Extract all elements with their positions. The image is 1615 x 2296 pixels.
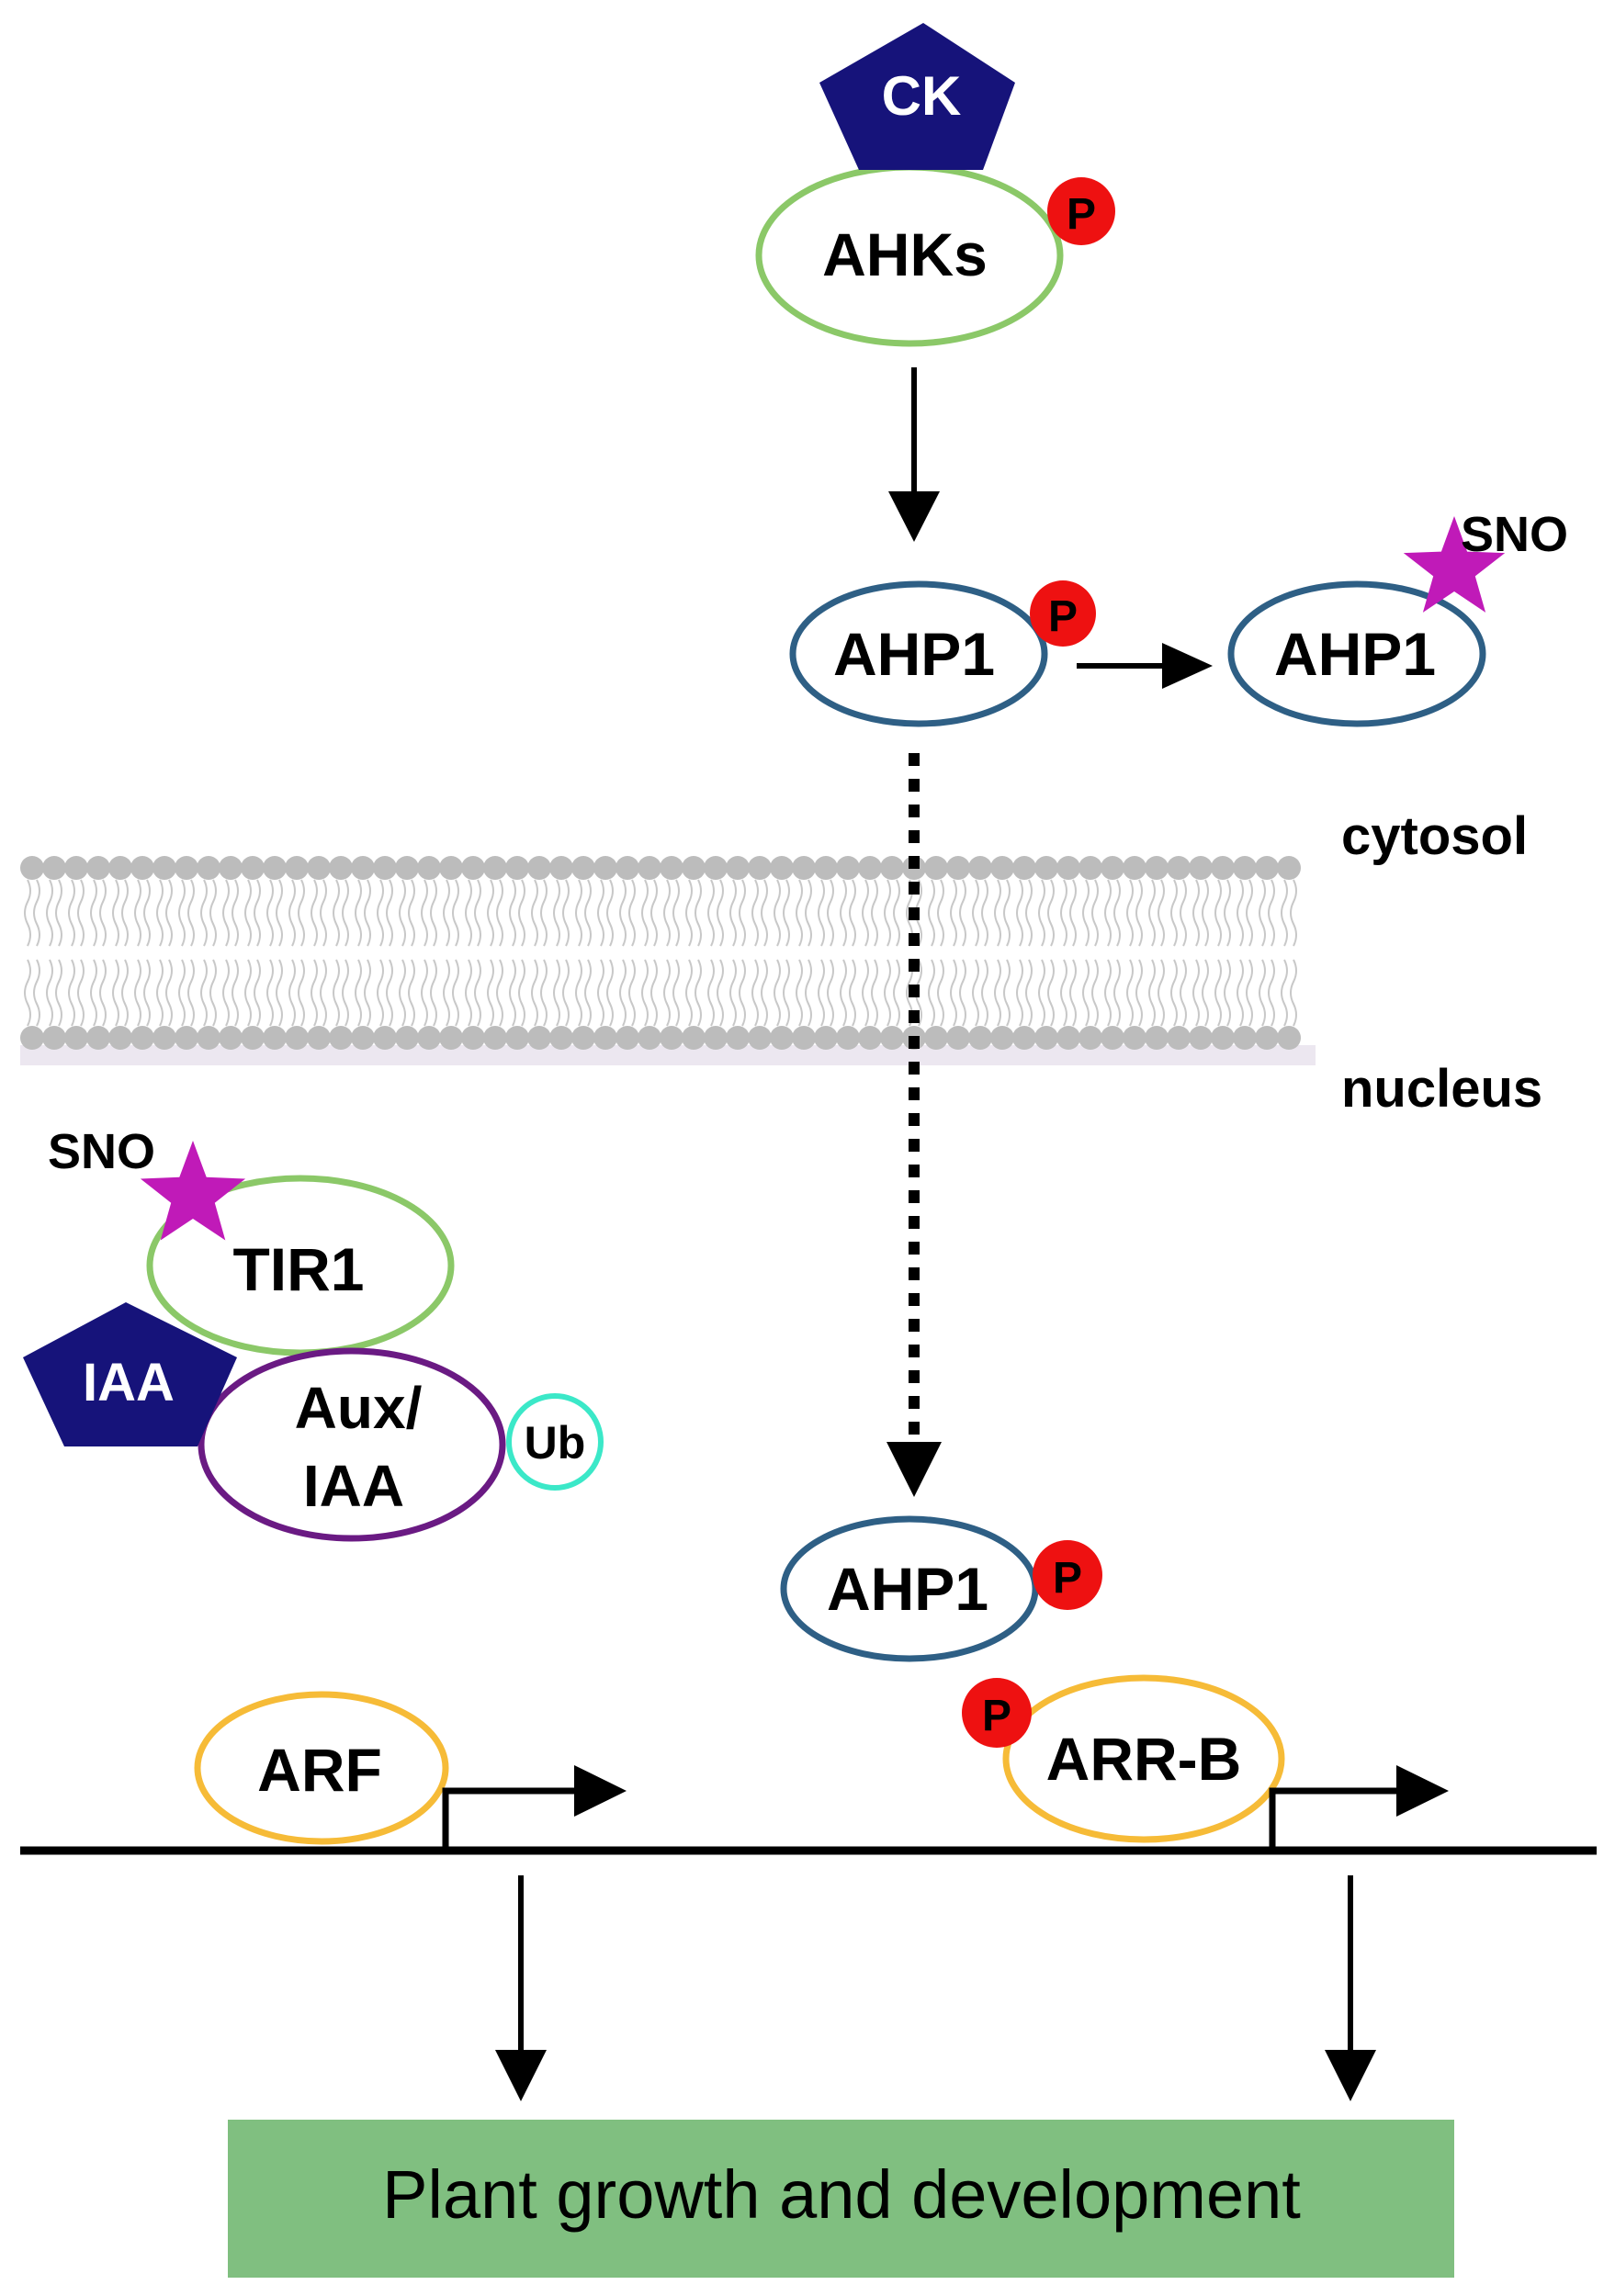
ahks-label: AHKs [822,220,988,288]
ahp1-cytosol-node: AHP1 [789,580,1048,727]
ahp1-sno-label: AHP1 [1274,620,1436,688]
iaa-pentagon: IAA [23,1302,237,1446]
tir1-sno-star [140,1141,246,1241]
arr-b-node: ARR-B [1002,1674,1285,1843]
arrow-ahks-to-ahp1 [888,367,940,542]
ck-label: CK [882,65,962,127]
arr-b-phospho-badge: P [962,1678,1032,1748]
arrow-arf-to-outcome [495,1875,547,2101]
ub-label: Ub [525,1417,586,1469]
outcome-label: Plant growth and development [382,2156,1301,2233]
arrow-arr-b-to-outcome [1325,1875,1376,2101]
aux-iaa-label-line2: IAA [303,1453,404,1519]
tir1-node: TIR1 [146,1175,455,1356]
ahp1-nucleus-phospho-badge: P [1033,1540,1102,1610]
ahks-node: AHKs [755,163,1064,347]
arf-promoter-arrow [442,1765,627,1851]
svg-text:P: P [1053,1554,1082,1603]
svg-text:P: P [1048,592,1078,641]
ahp1-cytosol-label: AHP1 [833,620,995,688]
arr-b-promoter-arrow [1269,1765,1449,1851]
arr-b-label: ARR-B [1046,1725,1242,1793]
arrow-ahp1-to-sno [1077,643,1213,689]
ubiquitin-badge: Ub [506,1393,604,1491]
arf-node: ARF [194,1691,449,1845]
nucleus-label: nucleus [1341,1059,1542,1119]
ahp1-nucleus-node: AHP1 [780,1515,1039,1662]
ahp1-cytosol-phospho-badge: P [1030,580,1096,647]
ck-pentagon: CK [819,23,1015,170]
tir1-label: TIR1 [232,1235,364,1303]
ahp1-nucleus-label: AHP1 [827,1555,988,1623]
iaa-label: IAA [83,1353,175,1412]
arf-label: ARF [257,1736,382,1804]
membrane-bilayer [20,856,1316,1065]
tir1-sno-tag: SNO [48,1124,155,1179]
ahp1-sno-star [1403,516,1506,613]
aux-iaa-node: Aux/ IAA [198,1347,506,1542]
svg-text:P: P [982,1692,1011,1740]
aux-iaa-label-line1: Aux/ [295,1375,423,1441]
svg-text:P: P [1067,190,1096,239]
ahp1-sno-node: AHP1 [1227,580,1486,727]
cytosol-label: cytosol [1341,806,1528,866]
ahks-phospho-badge: P [1047,177,1115,245]
arrow-ahp1-translocation [887,753,942,1497]
ahp1-sno-tag: SNO [1461,507,1568,562]
outcome-box: Plant growth and development [228,2120,1454,2278]
